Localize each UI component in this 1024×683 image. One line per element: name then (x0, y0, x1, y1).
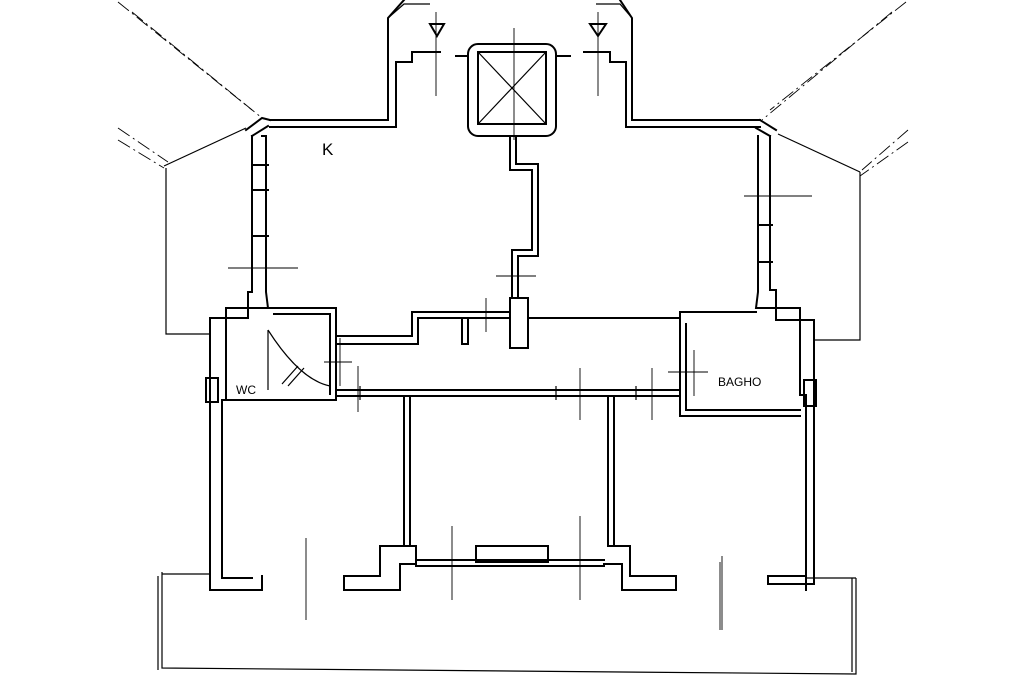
bath-room (679, 317, 801, 417)
bath-label: BAGHO (718, 375, 761, 389)
section-axes (228, 195, 812, 630)
balcony-top-right (761, 1, 909, 341)
wc-label: WC (236, 383, 256, 397)
outer-walls (205, 116, 817, 591)
top-right-bay (583, 0, 761, 128)
lift-shaft (455, 28, 571, 140)
bedroom-walls (343, 395, 807, 591)
corridor-walls (335, 311, 757, 400)
balcony-top-left (117, 1, 263, 335)
kitchen-label: K (322, 140, 334, 159)
bottom-terrace (157, 572, 857, 675)
top-left-bay (269, 0, 446, 128)
wc-room (225, 307, 337, 401)
kitchen-partition (496, 135, 539, 349)
